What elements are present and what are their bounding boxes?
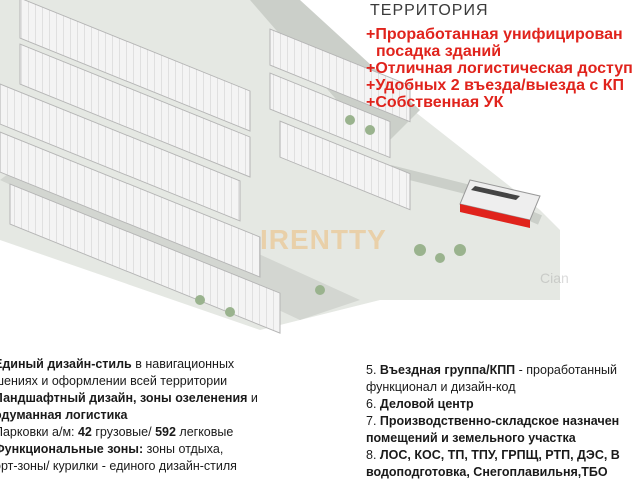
text-line: водоподготовка, Снегоплавильня,ТБО [366,465,608,479]
watermark-logo: IRENTTY [260,224,387,255]
right-description: 5. Въездная группа/КПП - проработанный ф… [366,362,640,481]
site-plan-illustration [0,0,560,334]
text-line: одуманная логистика [0,408,128,422]
advantage-item: +Проработанная унифицирован [366,26,623,43]
text-line: Единый дизайн-стиль в навигационных [0,357,235,371]
advantage-item: +Собственная УК [366,94,504,111]
text-line: 5. Въездная группа/КПП - проработанный [366,363,618,377]
advantage-item: +Удобных 2 въезда/выезда с КП [366,77,625,94]
text-line: 8. ЛОС, КОС, ТП, ТПУ, ГРПЩ, РТП, ДЭС, В [366,448,620,462]
advantage-item: посадка зданий [376,43,502,60]
watermark-corner: Cian [540,270,569,286]
text-line: шениях и оформлении всей территории [0,374,228,388]
text-line: орт-зоны/ курилки - единого дизайн-стиля [0,459,237,473]
advantages-list: +Проработанная унифицирован посадка здан… [366,26,640,111]
text-line: 7. Производственно-складское назначен [366,414,620,428]
warehouse-buildings [0,0,541,334]
text-line: помещений и земельного участка [366,431,576,445]
parking-line: Парковки а/м: 42 грузовые/ 592 легковые [0,425,234,439]
text-line: Функциональные зоны: зоны отдыха, [0,442,224,456]
advantage-item: +Отличная логистическая доступ [366,60,633,77]
text-line: 6. Деловой центр [366,397,474,411]
business-center [459,179,541,228]
text-line: функционал и дизайн-код [366,380,516,394]
left-description: Единый дизайн-стиль в навигационных шени… [0,356,284,475]
section-title: ТЕРРИТОРИЯ [370,2,489,19]
text-line: Ландшафтный дизайн, зоны озеленения и [0,391,258,405]
